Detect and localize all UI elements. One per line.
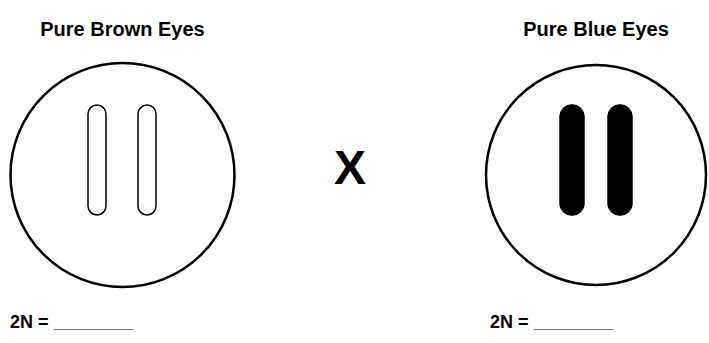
dark-chromosome	[608, 105, 632, 215]
light-chromosome	[138, 105, 156, 215]
cell-circle: Pure Blue Eyes 2N = ________	[484, 0, 708, 343]
light-chromosome	[88, 105, 106, 215]
cell-title: Pure Brown Eyes	[0, 18, 245, 41]
dark-chromosome	[560, 105, 584, 215]
cell-outline	[484, 0, 708, 343]
chromosome-count: 2N = ________	[10, 312, 134, 333]
cell-circle: Pure Brown Eyes 2N = ________	[0, 0, 245, 343]
cross-symbol: X	[310, 140, 390, 195]
cell-outline	[0, 0, 245, 343]
cell-membrane	[486, 65, 706, 285]
chromosome-count: 2N = ________	[490, 312, 614, 333]
cell-membrane	[11, 63, 235, 287]
cell-title: Pure Blue Eyes	[484, 18, 708, 41]
